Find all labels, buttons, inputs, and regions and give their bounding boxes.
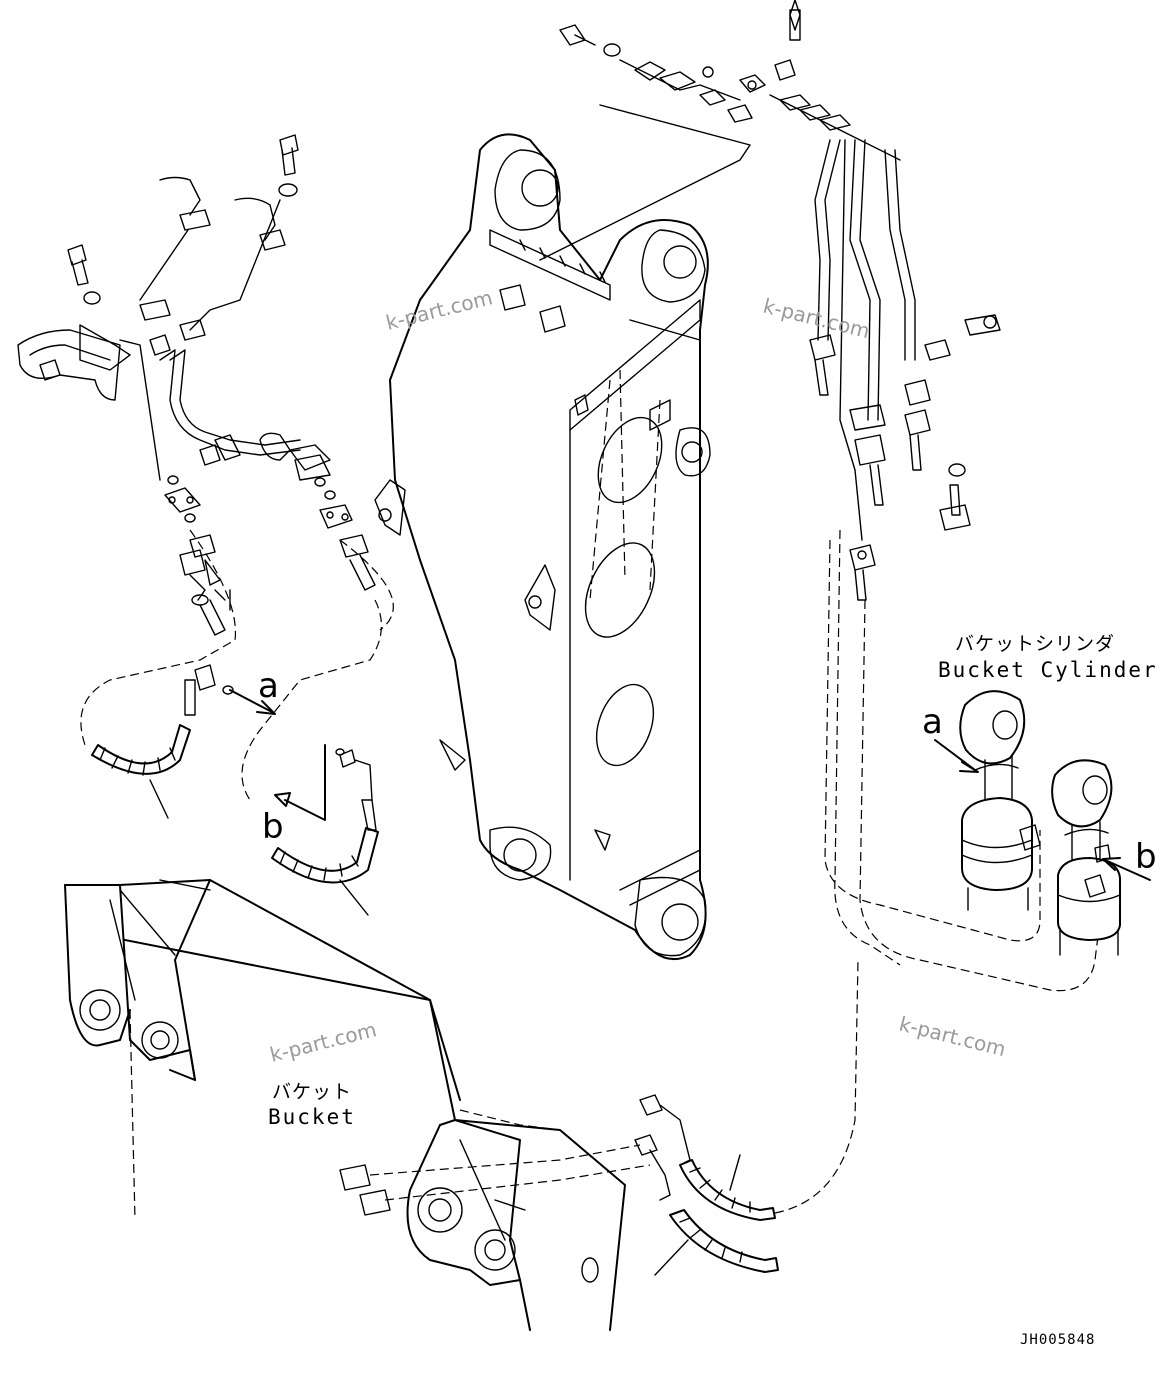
spiral-sleeves-left	[91, 724, 379, 916]
watermark: k-part.com	[383, 285, 494, 335]
callout-b-right: b	[1135, 837, 1157, 877]
callout-a-right: a	[922, 702, 943, 742]
watermark: k-part.com	[267, 1017, 378, 1067]
callout-a-left: a	[258, 666, 279, 706]
bucket-cylinder-en-label: Bucket Cylinder	[938, 658, 1158, 682]
callout-arrows-left	[229, 689, 276, 715]
callout-b-left: b	[262, 807, 284, 847]
arm-structure	[374, 133, 711, 960]
watermarks: k-part.com k-part.com k-part.com k-part.…	[267, 285, 1008, 1067]
left-hose-fittings	[17, 134, 394, 801]
labels: バケットシリンダ Bucket Cylinder バケット Bucket a b…	[258, 633, 1158, 1348]
bucket-cylinders	[934, 690, 1151, 956]
bucket-cylinder-jp-label: バケットシリンダ	[955, 633, 1115, 655]
bucket-en-label: Bucket	[268, 1105, 356, 1129]
spiral-sleeves-right	[634, 959, 859, 1276]
document-id: JH005848	[1020, 1332, 1095, 1348]
bucket-structure	[64, 879, 651, 1331]
watermark: k-part.com	[897, 1012, 1008, 1062]
top-hose-fittings	[539, 0, 1101, 992]
bucket-jp-label: バケット	[272, 1081, 352, 1103]
watermark: k-part.com	[761, 294, 872, 344]
